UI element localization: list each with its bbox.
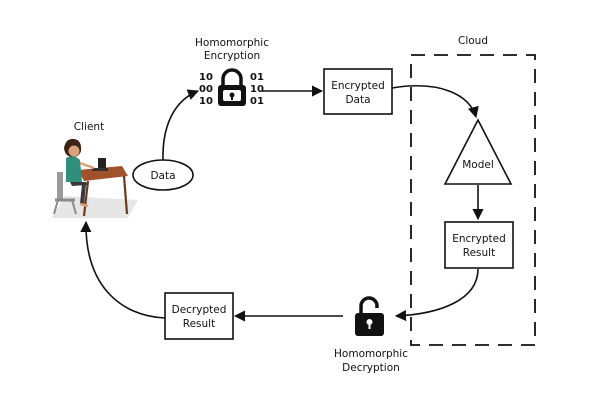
padlock-locked-icon: [218, 68, 246, 106]
encrypted-data-line2: Data: [345, 94, 370, 106]
encrypted-result-box: [444, 221, 514, 269]
model-label: Model: [462, 159, 494, 171]
svg-text:00: 00: [199, 84, 213, 95]
encrypted-data-line1: Encrypted: [331, 80, 385, 92]
data-label: Data: [150, 170, 175, 182]
he-decryption-label-line2: Decryption: [342, 362, 400, 374]
svg-text:10: 10: [199, 96, 213, 107]
padlock-unlocked-icon: [355, 296, 384, 336]
svg-text:01: 01: [250, 72, 264, 83]
decrypted-result-line2: Result: [183, 318, 215, 330]
client-label: Client: [74, 121, 104, 133]
decrypted-result-box: [164, 292, 234, 340]
svg-text:10: 10: [199, 72, 213, 83]
encrypted-result-line2: Result: [463, 247, 495, 259]
he-encryption-label-line1: Homomorphic: [195, 37, 269, 49]
binary-right: 01 10 01: [250, 72, 264, 107]
edge-encrypted-data-to-model: [391, 85, 479, 119]
he-decryption-label-line1: Homomorphic: [334, 348, 408, 360]
svg-text:10: 10: [250, 84, 264, 95]
encrypted-result-line1: Encrypted: [452, 233, 506, 245]
svg-text:01: 01: [250, 96, 264, 107]
encrypted-data-box: [323, 68, 393, 115]
he-encryption-label-line2: Encryption: [204, 50, 260, 62]
model-node: [443, 118, 513, 185]
edge-decrypted-result-to-client: [80, 220, 166, 319]
cloud-boundary: [410, 54, 536, 346]
edge-encrypted-result-to-decryption: [394, 268, 479, 322]
decrypted-result-line1: Decrypted: [172, 304, 227, 316]
binary-left: 10 00 10: [199, 72, 213, 107]
edge-data-to-encryption: [162, 89, 200, 161]
cloud-label: Cloud: [458, 35, 488, 47]
client-person-icon: [52, 138, 138, 218]
